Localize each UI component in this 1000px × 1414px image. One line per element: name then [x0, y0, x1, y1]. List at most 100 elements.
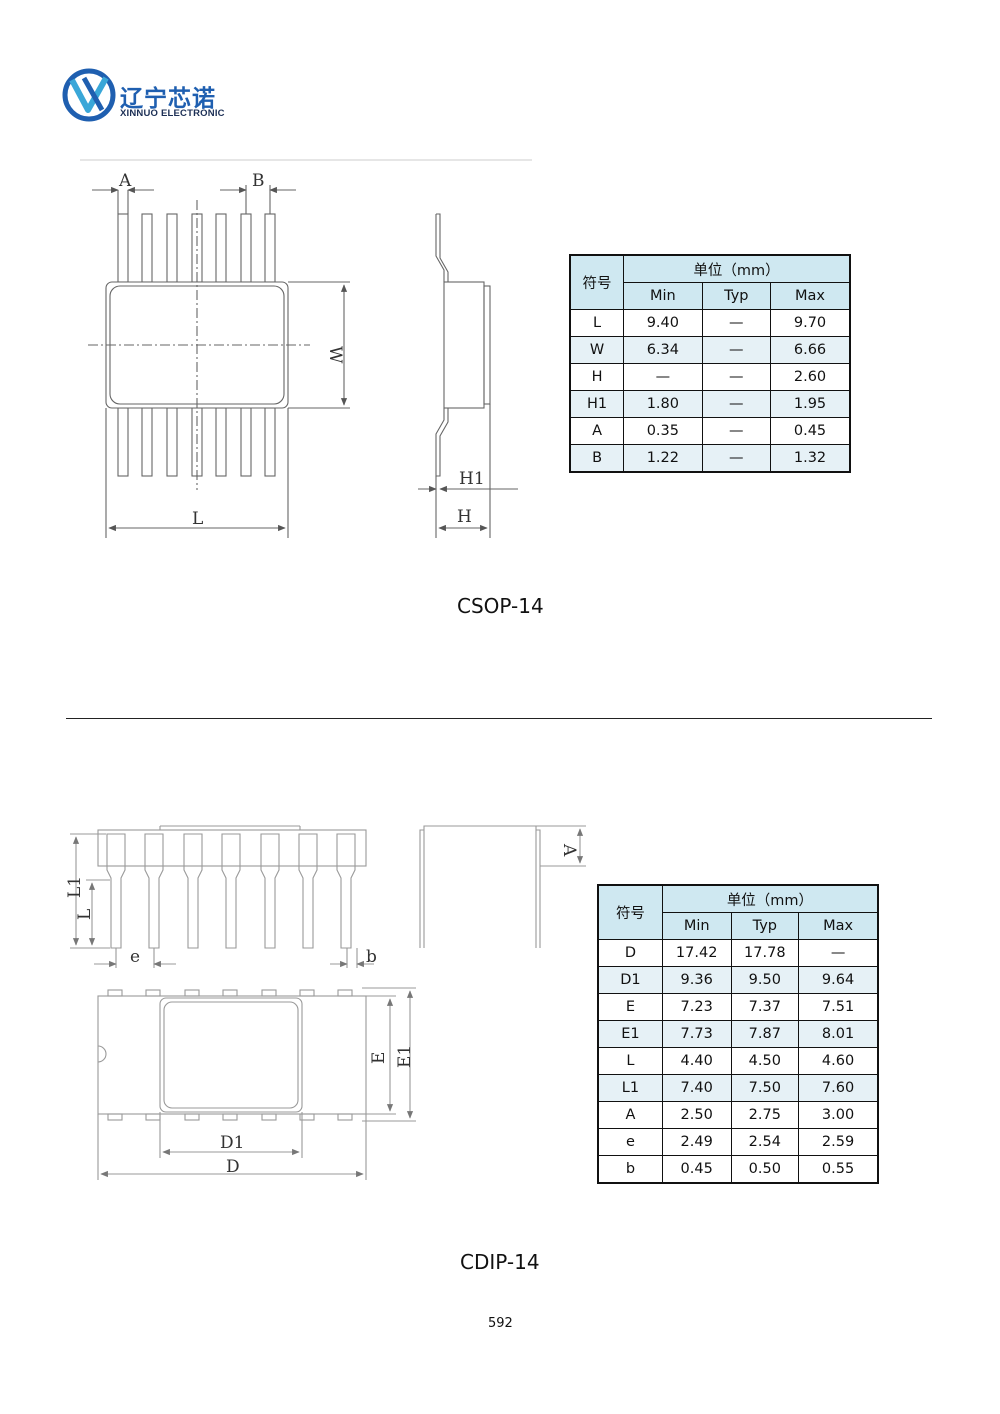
- cell-symbol: b: [597, 1155, 663, 1184]
- cell-min: 4.40: [661, 1047, 732, 1075]
- cell-symbol: L1: [597, 1074, 663, 1102]
- csop-dim-b: B: [252, 171, 265, 191]
- cell-symbol: H1: [569, 390, 625, 418]
- table-header-unit: 单位（mm）: [661, 884, 879, 913]
- logo-name-en: XINNUO ELECTRONIC: [120, 108, 225, 119]
- cell-symbol: L: [569, 309, 625, 337]
- cell-symbol: D1: [597, 966, 663, 994]
- csop-dim-h1: H1: [459, 469, 485, 489]
- csop-drawing: A B W L H1 H: [80, 159, 532, 538]
- cdip-dim-d1: D1: [220, 1133, 244, 1153]
- cdip-dim-a: A: [559, 843, 579, 857]
- cell-max: 2.59: [798, 1128, 879, 1156]
- cell-max: 8.01: [798, 1020, 879, 1048]
- cdip-dim-b: b: [366, 947, 377, 967]
- cell-symbol: A: [597, 1101, 663, 1129]
- table-header-max: Max: [770, 282, 851, 310]
- logo-emblem-icon: [62, 68, 116, 122]
- cell-typ: 7.50: [730, 1074, 800, 1102]
- cell-max: 3.00: [798, 1101, 879, 1129]
- csop-caption: CSOP-14: [457, 594, 544, 618]
- cell-typ: 7.87: [730, 1020, 800, 1048]
- cell-min: 2.49: [661, 1128, 732, 1156]
- cell-min: 0.35: [623, 417, 703, 445]
- cell-min: 2.50: [661, 1101, 732, 1129]
- cell-symbol: D: [597, 939, 663, 967]
- table-header-min: Min: [661, 912, 732, 940]
- cdip-drawing: L1 L e b A E E1 D1 D: [65, 825, 586, 1180]
- cell-typ: 7.37: [730, 993, 800, 1021]
- cell-typ: —: [701, 363, 772, 391]
- cdip-dim-l1: L1: [65, 876, 85, 898]
- cell-max: 6.66: [770, 336, 851, 364]
- cell-min: 0.45: [661, 1155, 732, 1184]
- csop-dim-l: L: [192, 509, 203, 529]
- cell-min: 6.34: [623, 336, 703, 364]
- table-header-symbol: 符号: [569, 254, 625, 310]
- cell-symbol: E1: [597, 1020, 663, 1048]
- cell-typ: 4.50: [730, 1047, 800, 1075]
- cell-symbol: H: [569, 363, 625, 391]
- cell-typ: 2.75: [730, 1101, 800, 1129]
- cell-typ: 17.78: [730, 939, 800, 967]
- cell-min: 1.22: [623, 444, 703, 473]
- cdip-dim-e1: E1: [395, 1045, 415, 1068]
- cell-min: 7.73: [661, 1020, 732, 1048]
- cell-max: 9.64: [798, 966, 879, 994]
- csop-dim-a: A: [118, 171, 132, 191]
- cell-min: 17.42: [661, 939, 732, 967]
- cell-max: 0.45: [770, 417, 851, 445]
- cell-min: 1.80: [623, 390, 703, 418]
- table-header-max: Max: [798, 912, 879, 940]
- cell-max: —: [798, 939, 879, 967]
- table-header-unit: 单位（mm）: [623, 254, 851, 283]
- page-number: 592: [488, 1316, 513, 1331]
- cell-max: 1.32: [770, 444, 851, 473]
- table-header-symbol: 符号: [597, 884, 663, 940]
- csop-dim-h: H: [457, 507, 472, 527]
- cdip-dim-e-pitch: e: [130, 947, 140, 967]
- table-header-typ: Typ: [701, 282, 772, 310]
- cell-typ: 0.50: [730, 1155, 800, 1184]
- cell-min: 7.23: [661, 993, 732, 1021]
- cell-max: 7.51: [798, 993, 879, 1021]
- table-row: H——2.60: [569, 363, 851, 391]
- cell-typ: —: [701, 444, 772, 473]
- cdip-dim-d: D: [226, 1157, 240, 1177]
- cell-max: 0.55: [798, 1155, 879, 1184]
- cell-symbol: B: [569, 444, 625, 473]
- logo-name-cn: 辽宁芯诺: [120, 86, 216, 112]
- cdip-caption: CDIP-14: [460, 1250, 540, 1274]
- cell-typ: —: [701, 390, 772, 418]
- cdip-dim-e: E: [369, 1052, 389, 1064]
- csop-dim-w: W: [325, 346, 345, 364]
- cell-max: 4.60: [798, 1047, 879, 1075]
- cell-symbol: L: [597, 1047, 663, 1075]
- cell-min: 7.40: [661, 1074, 732, 1102]
- cell-min: 9.40: [623, 309, 703, 337]
- table-header-min: Min: [623, 282, 703, 310]
- cell-typ: 2.54: [730, 1128, 800, 1156]
- cell-symbol: W: [569, 336, 625, 364]
- cell-typ: —: [701, 417, 772, 445]
- cell-min: 9.36: [661, 966, 732, 994]
- cell-typ: 9.50: [730, 966, 800, 994]
- company-logo: 辽宁芯诺 XINNUO ELECTRONIC: [62, 66, 232, 124]
- cell-max: 1.95: [770, 390, 851, 418]
- cell-typ: —: [701, 336, 772, 364]
- cell-max: 9.70: [770, 309, 851, 337]
- cell-symbol: e: [597, 1128, 663, 1156]
- table-header-typ: Typ: [730, 912, 800, 940]
